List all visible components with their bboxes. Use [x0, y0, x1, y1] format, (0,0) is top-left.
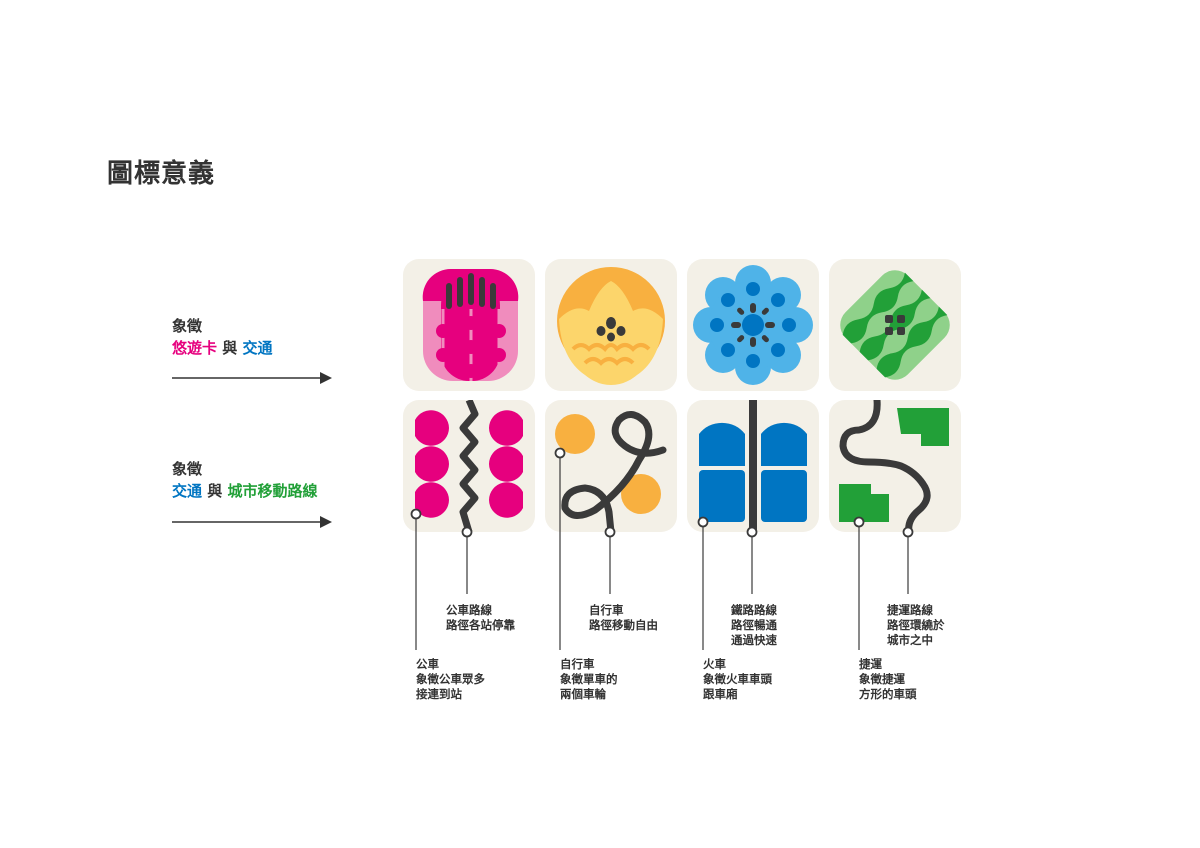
- caption-bike-line1: 象徵單車的: [560, 672, 618, 686]
- caption-bike-route: 自行車 路徑移動自由: [589, 603, 658, 633]
- page-title: 圖標意義: [107, 159, 216, 189]
- rail-route-icon: [699, 400, 807, 532]
- legend-row-1-arrow: [172, 372, 332, 384]
- caption-bus-title: 公車: [416, 657, 439, 671]
- caption-train-line1: 象徵火車車頭: [703, 672, 772, 686]
- caption-bike-route-line1: 路徑移動自由: [589, 618, 658, 632]
- legend-row-2-join: 與: [207, 482, 223, 500]
- caption-train: 火車 象徵火車車頭 跟車廂: [703, 657, 772, 702]
- caption-metro-route: 捷運路線 路徑環繞於 城市之中: [887, 603, 945, 648]
- tile-bike-symbol: [545, 259, 677, 391]
- caption-metro-route-line2: 城市之中: [887, 633, 933, 647]
- legend-row-1-join: 與: [222, 339, 238, 357]
- legend-row-1-transport: 交通: [242, 339, 273, 357]
- caption-bike-line2: 兩個車輪: [560, 687, 606, 701]
- caption-rail-route-line1: 路徑暢通: [731, 618, 777, 632]
- tile-bike-route: [545, 400, 677, 532]
- caption-metro-title: 捷運: [859, 657, 882, 671]
- bus-route-icon: [415, 400, 523, 532]
- caption-metro-route-line1: 路徑環繞於: [887, 618, 945, 632]
- legend-row-1: 象徵 悠遊卡 與 交通: [172, 315, 273, 359]
- legend-row-2-city-routes: 城市移動路線: [227, 482, 318, 500]
- caption-bus: 公車 象徵公車眾多 接連到站: [416, 657, 485, 702]
- metro-symbol-icon: [840, 270, 950, 380]
- caption-bus-line2: 接連到站: [416, 687, 462, 701]
- caption-metro-line1: 象徵捷運: [859, 672, 905, 686]
- legend-row-1-easycard: 悠遊卡: [172, 339, 218, 357]
- caption-train-title: 火車: [703, 657, 726, 671]
- tile-bus-route: [403, 400, 535, 532]
- metro-route-icon: [839, 400, 949, 532]
- tile-bus-symbol: [403, 259, 535, 391]
- caption-bus-line1: 象徵公車眾多: [416, 672, 485, 686]
- caption-rail-route-line2: 通過快速: [731, 633, 777, 647]
- tile-metro-symbol: [829, 259, 961, 391]
- caption-bike-route-title: 自行車: [589, 603, 624, 617]
- caption-bus-route: 公車路線 路徑各站停靠: [446, 603, 515, 633]
- tile-rail-route: [687, 400, 819, 532]
- bike-route-icon: [555, 411, 667, 532]
- legend-row-2-line1: 象徵: [172, 460, 203, 478]
- caption-bus-route-title: 公車路線: [446, 603, 492, 617]
- caption-metro-line2: 方形的車頭: [859, 687, 917, 701]
- bike-symbol-icon: [557, 267, 665, 385]
- tile-train-symbol: [687, 259, 819, 391]
- bus-symbol-icon: [422, 268, 519, 381]
- caption-bike: 自行車 象徵單車的 兩個車輪: [560, 657, 618, 702]
- caption-metro-route-title: 捷運路線: [887, 603, 933, 617]
- tile-metro-route: [829, 400, 961, 532]
- legend-row-1-line1: 象徵: [172, 317, 203, 335]
- caption-train-line2: 跟車廂: [703, 687, 738, 701]
- legend-row-2-transport: 交通: [172, 482, 203, 500]
- legend-row-2-arrow: [172, 516, 332, 528]
- caption-rail-route: 鐵路路線 路徑暢通 通過快速: [731, 603, 777, 648]
- caption-rail-route-title: 鐵路路線: [731, 603, 777, 617]
- caption-bike-title: 自行車: [560, 657, 595, 671]
- caption-bus-route-line1: 路徑各站停靠: [446, 618, 515, 632]
- legend-row-2: 象徵 交通 與 城市移動路線: [172, 458, 318, 502]
- train-symbol-icon: [693, 265, 813, 385]
- caption-metro: 捷運 象徵捷運 方形的車頭: [859, 657, 917, 702]
